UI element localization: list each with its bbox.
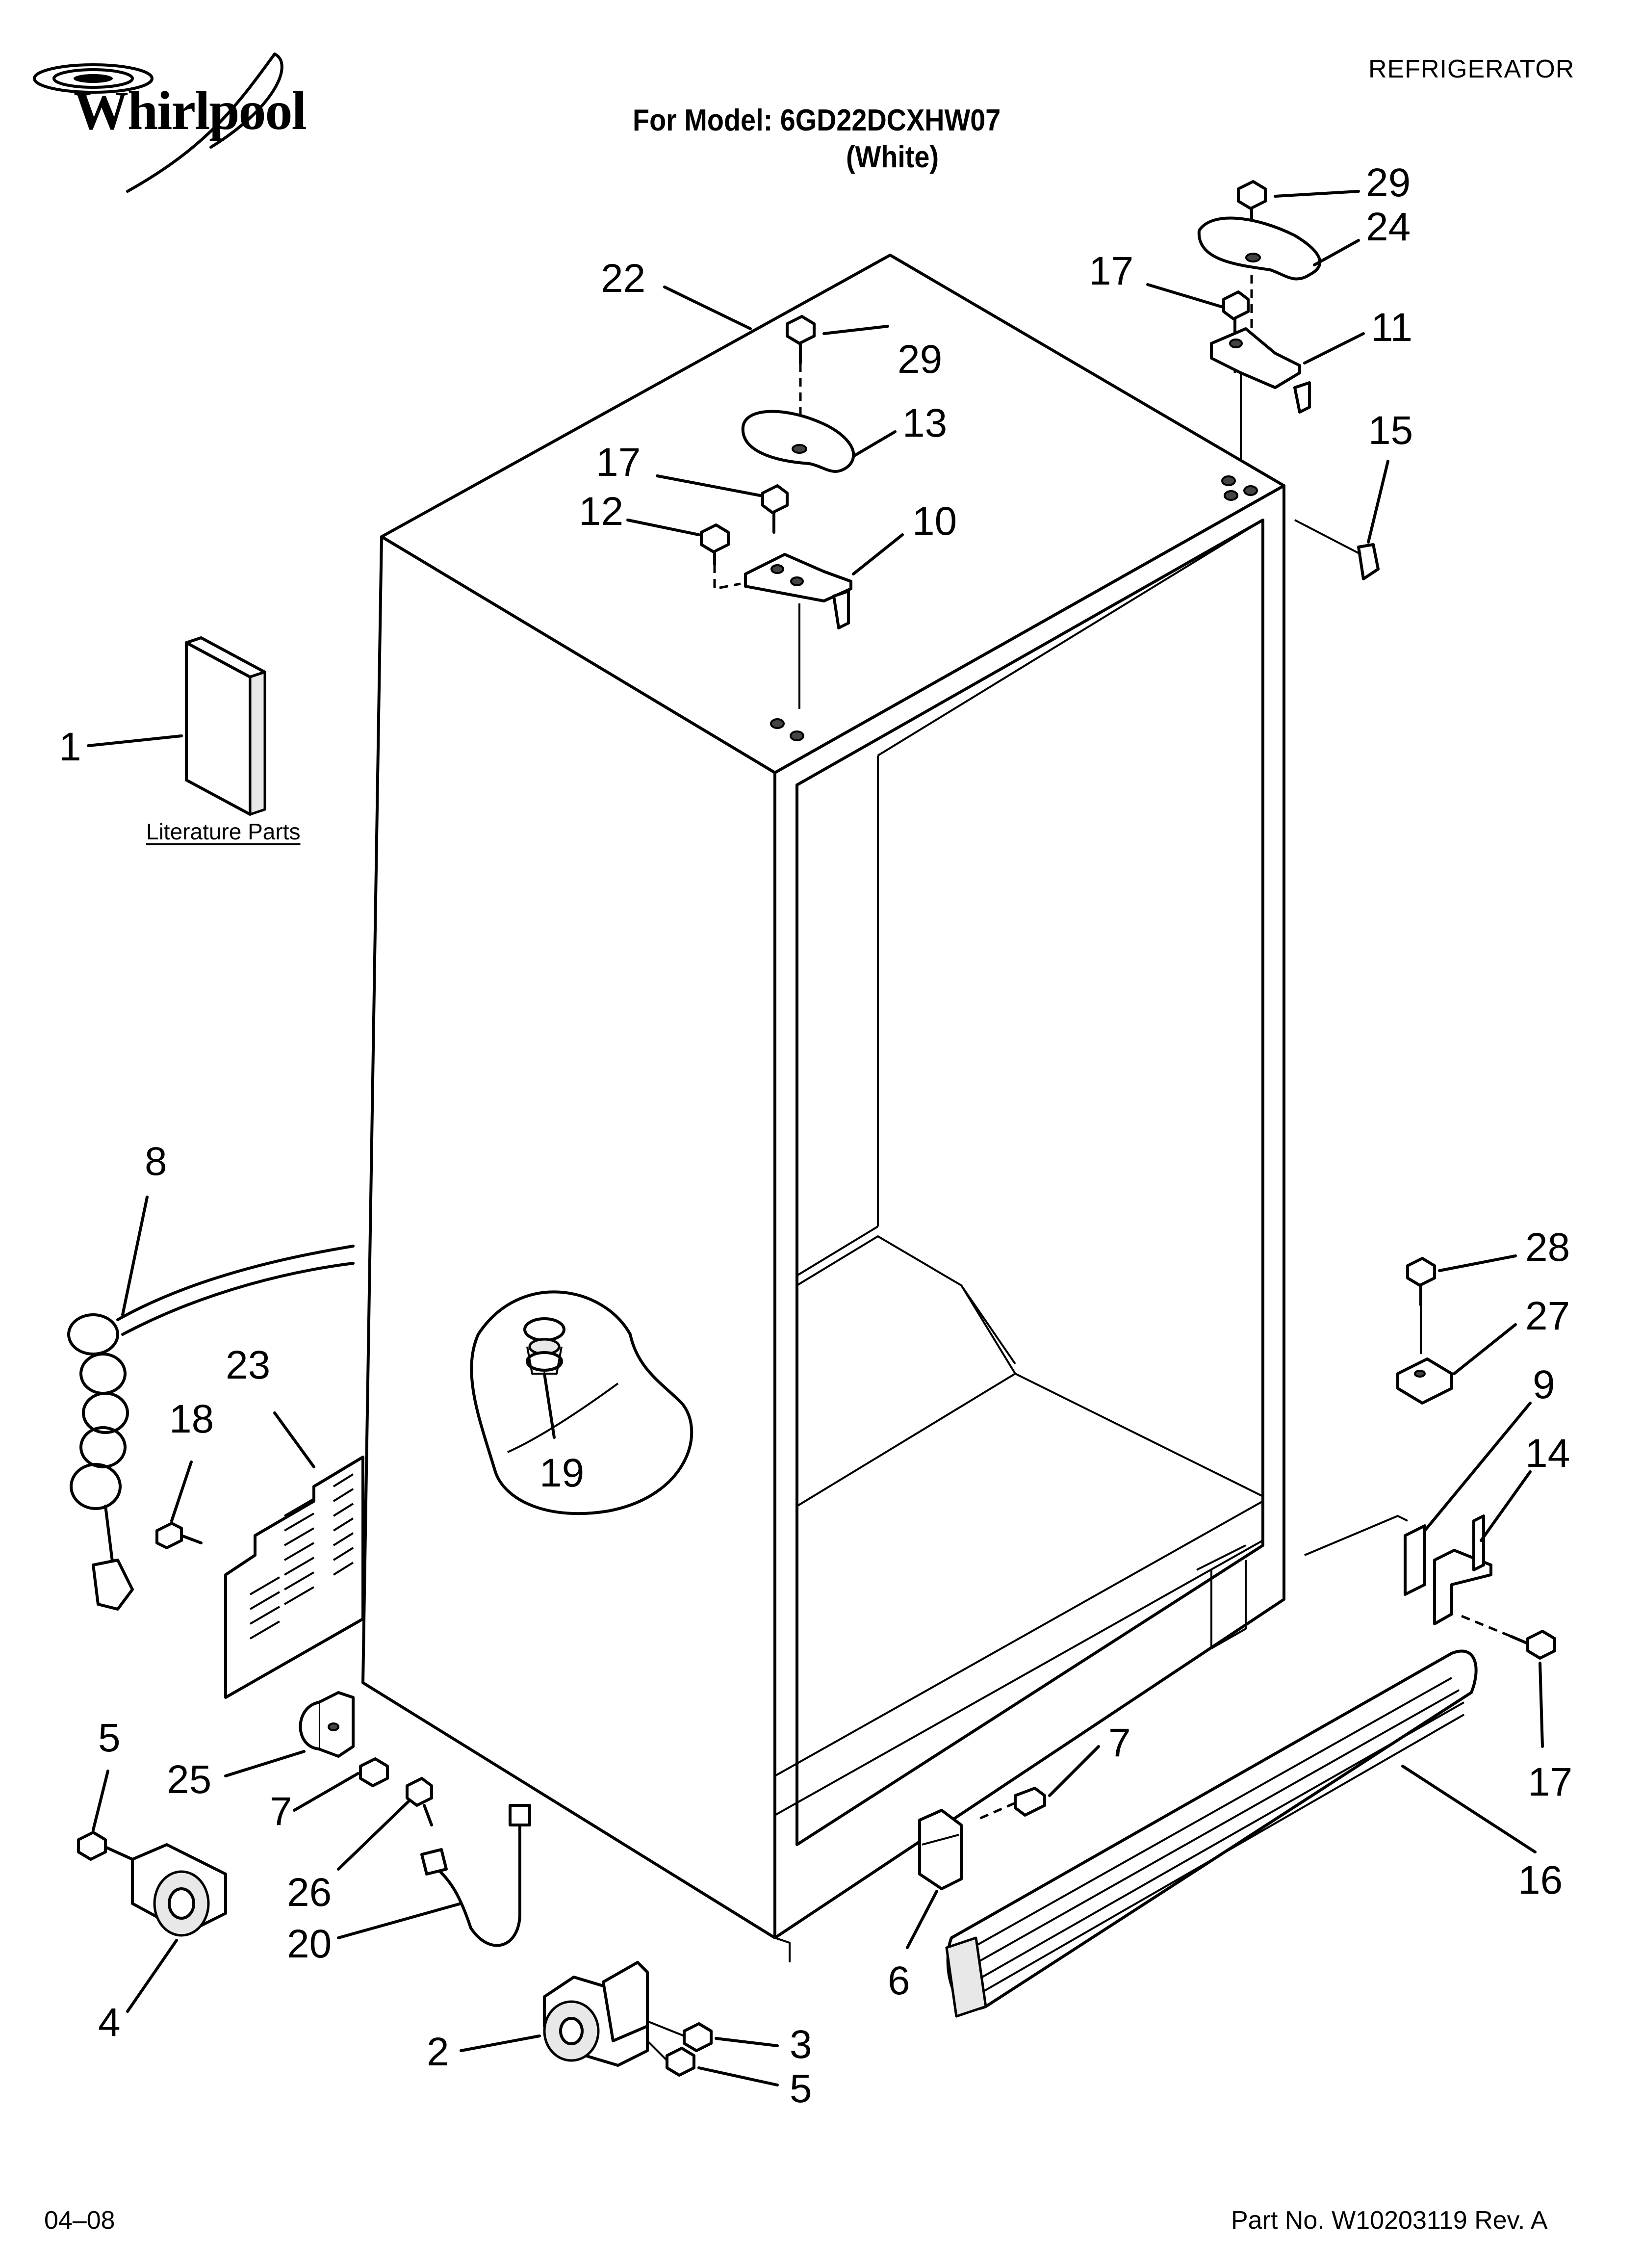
callout-6: 6 [888,1958,910,2003]
cabinet-label-panel [470,1290,693,1515]
callout-7-center: 7 [1108,1721,1131,1765]
callout-17-center: 17 [596,440,641,485]
power-cord [67,1245,355,1611]
literature-parts-label: Literature Parts [146,819,301,844]
callout-25: 25 [167,1757,211,1802]
callout-10: 10 [912,499,957,544]
callout-26: 26 [287,1870,332,1915]
lower-right-hinge-parts [1304,1257,1556,1660]
callout-leaders [87,190,1544,2086]
callout-14: 14 [1525,1431,1570,1476]
grille-screw [155,1522,203,1549]
callout-3: 3 [790,2022,812,2067]
callout-1: 1 [59,725,81,769]
callout-15: 15 [1368,408,1413,453]
callout-29-center: 29 [898,337,942,382]
model-color: (White) [846,140,939,174]
category-label: REFRIGERATOR [1368,55,1575,83]
callout-9: 9 [1533,1362,1555,1407]
callout-12: 12 [579,489,623,534]
callout-labels: 29 24 17 11 15 22 29 13 17 12 10 1 8 23 … [59,160,1572,2111]
callout-29-top-right: 29 [1366,160,1411,205]
callout-18: 18 [169,1397,214,1441]
part-number: Part No. W10203119 Rev. A [1231,2206,1548,2235]
lower-left-parts [77,1691,713,2077]
callout-27: 27 [1525,1294,1570,1338]
callout-7-left: 7 [270,1789,292,1834]
callout-19: 19 [539,1451,584,1495]
callout-5-bottom: 5 [790,2066,812,2111]
callout-22: 22 [601,256,645,301]
callout-8: 8 [145,1139,167,1184]
callout-17-right: 17 [1528,1760,1572,1804]
callout-20: 20 [287,1922,332,1966]
rear-grille [224,1456,364,1699]
cabinet-shell [361,254,1285,1962]
callout-4: 4 [98,2000,121,2045]
literature-parts-book [185,636,266,816]
upper-center-hinge-assembly [700,315,855,709]
callout-2: 2 [427,2030,449,2074]
model-number: For Model: 6GD22DCXHW07 [633,104,1001,137]
whirlpool-swirl-logo [33,52,283,193]
callout-28: 28 [1525,1225,1570,1270]
callout-5-left: 5 [98,1716,121,1760]
callout-24: 24 [1366,205,1411,249]
callout-23: 23 [226,1343,270,1387]
callout-17-top-right: 17 [1089,249,1133,293]
callout-16: 16 [1518,1858,1563,1903]
toe-grille-clip [918,1787,1046,1890]
callout-13: 13 [902,401,947,445]
callout-11: 11 [1371,305,1412,350]
upper-right-hinge-assembly [1197,180,1380,580]
toe-grille [945,1649,1478,2018]
date-code: 04–08 [44,2206,115,2235]
